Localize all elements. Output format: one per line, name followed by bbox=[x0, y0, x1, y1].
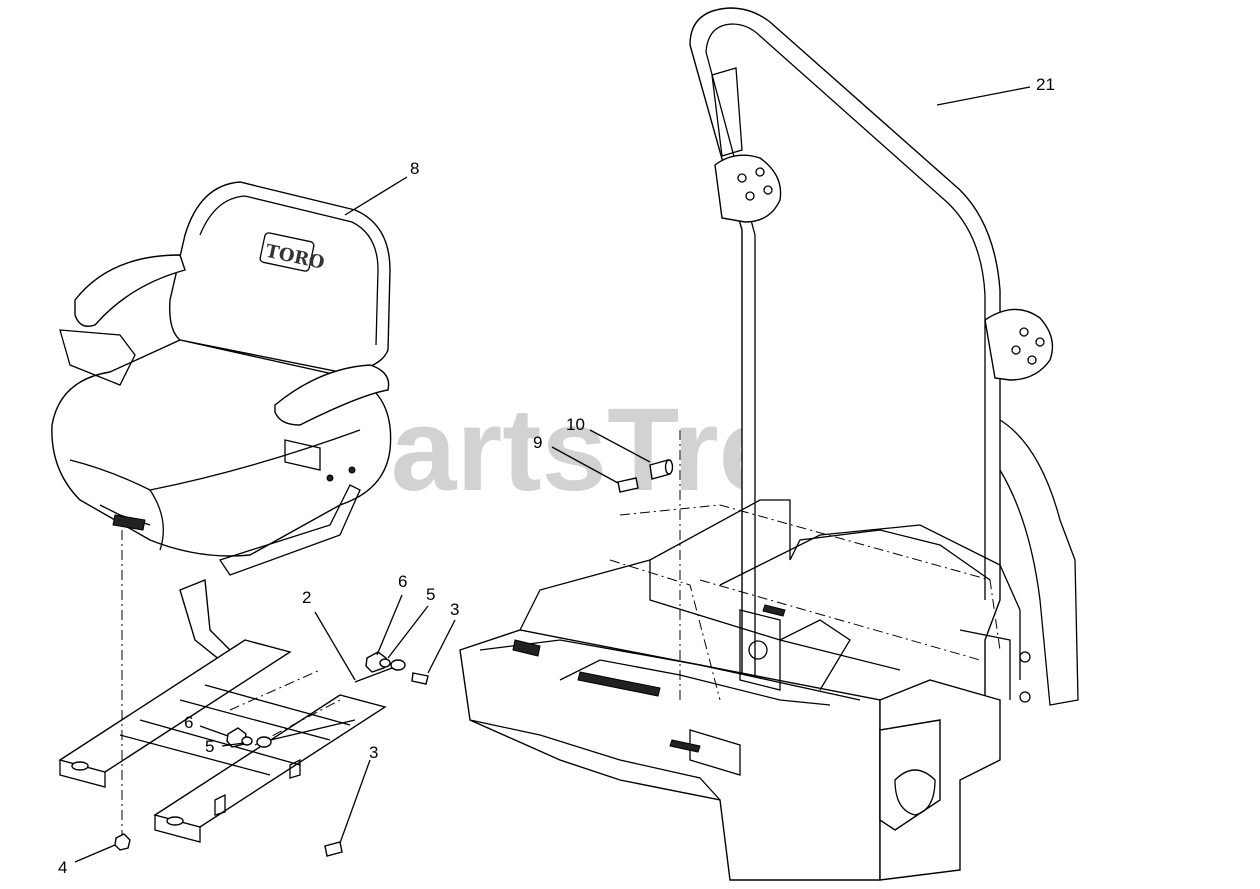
washer-bottom-part[interactable] bbox=[241, 736, 253, 746]
callout-rollbar: 21 bbox=[1036, 75, 1055, 94]
leader-nut-bottom bbox=[199, 725, 229, 737]
leader-rod bbox=[314, 611, 356, 681]
leader-washer-top bbox=[387, 605, 429, 659]
leader-bolt-top bbox=[551, 446, 619, 484]
callout-nut-bottom: 6 bbox=[184, 713, 193, 732]
bolt-part[interactable] bbox=[617, 477, 639, 493]
callout-seat: 8 bbox=[410, 159, 419, 178]
leader-rollbar bbox=[936, 86, 1031, 106]
seat-nut-part[interactable] bbox=[114, 833, 131, 851]
callout-screw-bottom: 3 bbox=[369, 743, 378, 762]
mower-frame[interactable] bbox=[459, 499, 1031, 881]
callout-seat-nut: 4 bbox=[58, 858, 67, 877]
roll-bar[interactable] bbox=[689, 7, 1079, 721]
leader-seat-nut bbox=[74, 844, 116, 863]
callout-pin: 10 bbox=[566, 415, 585, 434]
callout-washer-bottom: 5 bbox=[205, 737, 214, 756]
callout-rod: 2 bbox=[302, 588, 311, 607]
pin-part[interactable] bbox=[649, 459, 674, 480]
callout-nut-top: 6 bbox=[398, 572, 407, 591]
screw-top-part[interactable] bbox=[411, 672, 429, 685]
callout-washer-top: 5 bbox=[426, 585, 435, 604]
leader-screw-bottom bbox=[339, 759, 371, 844]
logo-badge bbox=[259, 232, 315, 272]
leader-pin bbox=[589, 429, 651, 463]
leader-screw-top bbox=[427, 619, 456, 674]
leader-seat bbox=[344, 176, 408, 216]
callout-bolt-top: 9 bbox=[533, 433, 542, 452]
leader-washer-bottom bbox=[221, 742, 245, 747]
linkage-rod[interactable] bbox=[256, 659, 406, 748]
seat-rails[interactable] bbox=[58, 639, 387, 843]
seat[interactable]: TORO bbox=[51, 181, 392, 661]
callout-screw-top: 3 bbox=[450, 600, 459, 619]
washer-top-part[interactable] bbox=[379, 658, 391, 668]
screw-bottom-part[interactable] bbox=[324, 841, 343, 857]
callouts: 8 21 10 9 2 6 5 3 6 5 3 4 bbox=[58, 75, 1055, 877]
leader-nut-top bbox=[376, 594, 403, 656]
